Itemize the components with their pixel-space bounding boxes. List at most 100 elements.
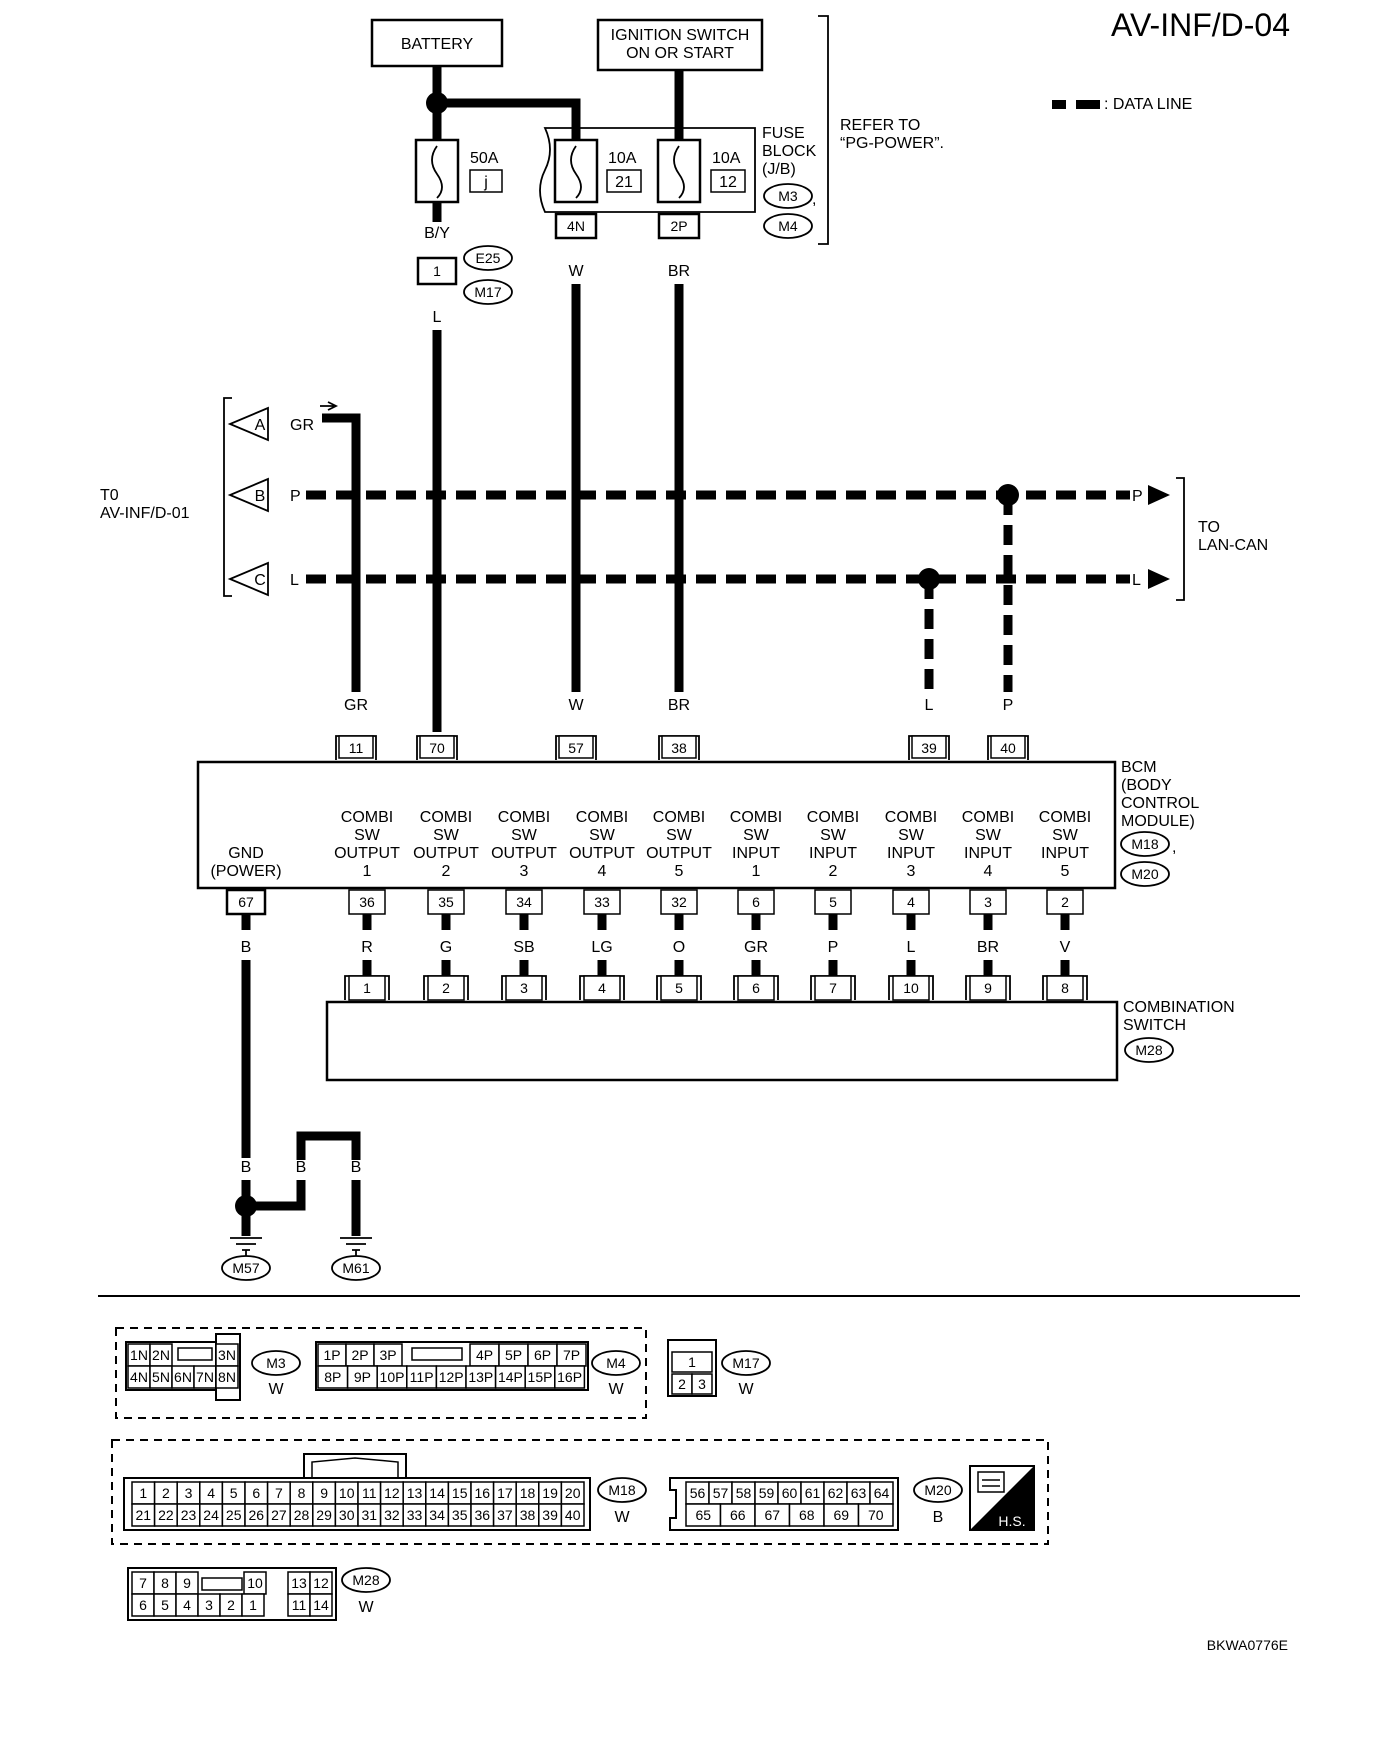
- fuse-10a-12: [656, 138, 702, 204]
- bcm-box: [196, 760, 1117, 890]
- m18-cell-16: 16: [475, 1485, 491, 1501]
- m18-cell-5: 5: [230, 1485, 238, 1501]
- bcm-type-0: OUTPUT: [334, 845, 400, 862]
- bcm-pin-11: 11: [349, 740, 364, 756]
- m28-cell-5: 5: [161, 1597, 169, 1613]
- bcm-sw-word-9: SW: [1052, 827, 1079, 844]
- fuse-21-amp: 10A: [608, 150, 637, 167]
- m28-cell-6: 6: [139, 1597, 147, 1613]
- ignition-line2: ON OR START: [626, 45, 734, 62]
- m18-cell-2: 2: [162, 1485, 170, 1501]
- m18-cell-24: 24: [203, 1507, 219, 1523]
- bcm-type-2: OUTPUT: [491, 845, 557, 862]
- m20-tag: M20: [1131, 866, 1158, 882]
- to-av-line1: T0: [100, 487, 119, 504]
- m18-cell-14: 14: [429, 1485, 445, 1501]
- hs-label: H.S.: [998, 1513, 1025, 1529]
- bcm-wire-color-4: L: [907, 939, 916, 956]
- doc-code: BKWA0776E: [1207, 1637, 1288, 1653]
- m28-cell-12: 12: [313, 1575, 329, 1591]
- fuse-12-amp: 10A: [712, 150, 741, 167]
- gnd-b-1: B: [241, 1159, 252, 1176]
- m3-cell-8n: 8N: [218, 1369, 236, 1385]
- m3-cell-4n: 4N: [130, 1369, 148, 1385]
- m28-cell-3: 3: [205, 1597, 213, 1613]
- fuse-10a-21: [553, 138, 599, 204]
- m18-cell-40: 40: [565, 1507, 581, 1523]
- bcm-num-6: 2: [829, 863, 838, 880]
- conn-4n: 4N: [567, 218, 585, 234]
- svg-text:W: W: [608, 1381, 624, 1398]
- m18-cell-6: 6: [252, 1485, 260, 1501]
- m28-cell-13: 13: [291, 1575, 307, 1591]
- bcm-wire-color-36: R: [361, 939, 373, 956]
- ignition-switch-box: [596, 18, 764, 72]
- svg-text:M17: M17: [732, 1355, 759, 1371]
- m18-cell-19: 19: [542, 1485, 558, 1501]
- bcm-sw-word-2: SW: [511, 827, 538, 844]
- wire-p-b: P: [290, 488, 301, 505]
- bcm-num-9: 5: [1061, 863, 1070, 880]
- svg-text:,: ,: [812, 191, 816, 208]
- m18-cell-8: 8: [298, 1485, 306, 1501]
- m20-cell-62: 62: [828, 1485, 844, 1501]
- m4-cell-4p: 4P: [476, 1347, 493, 1363]
- m18-cell-35: 35: [452, 1507, 468, 1523]
- combi-switch-1: COMBINATION: [1123, 999, 1235, 1016]
- m18-tag: M18: [1131, 836, 1158, 852]
- cs-pin-3: 3: [520, 980, 528, 996]
- m18-cell-30: 30: [339, 1507, 355, 1523]
- m28-cell-1: 1: [249, 1597, 257, 1613]
- bcm-sw-word-6: SW: [820, 827, 847, 844]
- arrow-a: A: [255, 417, 266, 434]
- m18-cell-36: 36: [475, 1507, 491, 1523]
- bcm-num-0: 1: [363, 863, 372, 880]
- m18-cell-22: 22: [158, 1507, 174, 1523]
- m4-cell-3p: 3P: [379, 1347, 396, 1363]
- m4-cell-13p: 13P: [468, 1369, 493, 1385]
- m18-cell-17: 17: [497, 1485, 513, 1501]
- cs-pin-4: 4: [598, 980, 606, 996]
- refer-to-line1: REFER TO: [840, 117, 920, 134]
- m18-cell-39: 39: [542, 1507, 558, 1523]
- bcm-sw-word-4: SW: [666, 827, 693, 844]
- wire-l-top: L: [433, 309, 442, 326]
- to-av-line2: AV-INF/D-01: [100, 505, 190, 522]
- m20-cell-60: 60: [782, 1485, 798, 1501]
- bcm-type-9: INPUT: [1041, 845, 1089, 862]
- m20-cell-67: 67: [764, 1507, 780, 1523]
- bcm-name-3: CONTROL: [1121, 795, 1199, 812]
- m20-cell-69: 69: [833, 1507, 849, 1523]
- fuse-12-num: 12: [719, 174, 737, 191]
- ignition-line1: IGNITION SWITCH: [611, 27, 750, 44]
- combi-switch-2: SWITCH: [1123, 1017, 1186, 1034]
- m4-cell-8p: 8P: [324, 1369, 341, 1385]
- m18-cell-21: 21: [136, 1507, 152, 1523]
- bcm-wire-color-3: BR: [977, 939, 999, 956]
- m20-cell-57: 57: [713, 1485, 729, 1501]
- m18-cell-26: 26: [249, 1507, 265, 1523]
- m4-cell-11p: 11P: [410, 1369, 434, 1385]
- m4-cell-12p: 12P: [439, 1369, 464, 1385]
- m18-cell-18: 18: [520, 1485, 536, 1501]
- m20-cell-63: 63: [851, 1485, 867, 1501]
- bcm-combi-word-6: COMBI: [807, 809, 859, 826]
- m3-cell-1n: 1N: [130, 1347, 148, 1363]
- bcm-type-1: OUTPUT: [413, 845, 479, 862]
- bcm-num-5: 1: [752, 863, 761, 880]
- cs-pin-9: 9: [984, 980, 992, 996]
- svg-text:M18: M18: [608, 1482, 635, 1498]
- bcm-sw-word-1: SW: [433, 827, 460, 844]
- svg-text:,: ,: [1172, 839, 1176, 856]
- bcm-wire-color-33: LG: [591, 939, 612, 956]
- m18-cell-1: 1: [139, 1485, 147, 1501]
- bcm-num-1: 2: [442, 863, 451, 880]
- fuse-21-num: 21: [615, 174, 633, 191]
- bcm-sw-word-3: SW: [589, 827, 616, 844]
- m28-cell-9: 9: [183, 1575, 191, 1591]
- to-lan-line1: TO: [1198, 519, 1220, 536]
- bcm-pin-2: 2: [1061, 894, 1069, 910]
- bcm-name-2: (BODY: [1121, 777, 1172, 794]
- m3-cell-5n: 5N: [152, 1369, 170, 1385]
- m20-cell-65: 65: [695, 1507, 711, 1523]
